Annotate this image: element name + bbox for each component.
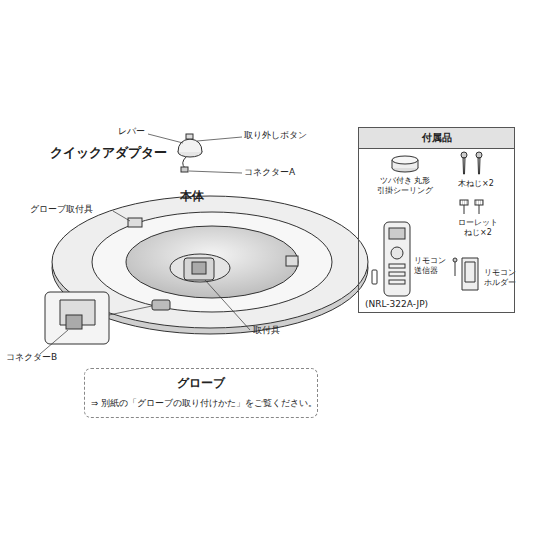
accessory-panel: 付属品 (358, 127, 515, 313)
node-heading: グローブ (91, 375, 311, 392)
part-label: (NRL-322A-JP) (365, 299, 428, 310)
part-label: コネクターA (244, 167, 295, 178)
part-label: 本体 (180, 189, 204, 203)
part-label: グローブ取付具 (30, 204, 93, 215)
part-label: ツバ付き 丸形 引掛シーリング (372, 176, 438, 195)
part-label: 取付具 (253, 325, 280, 336)
part-label: クイックアダプター (50, 145, 167, 161)
part-label: ローレット ねじ×2 (458, 218, 498, 237)
part-label: コネクターB (6, 352, 57, 363)
part-label: レバー (118, 126, 145, 137)
part-label: リモコン 送信器 (414, 256, 450, 275)
node-body: ⇒ 別紙の「グローブの取り付けかた」をご覧ください。 (91, 398, 311, 410)
note-box: グローブ ⇒ 別紙の「グローブの取り付けかた」をご覧ください。 (84, 368, 318, 418)
part-label: 取り外しボタン (244, 130, 307, 141)
part-label: 木ねじ×2 (458, 179, 494, 189)
node-heading: 付属品 (359, 128, 514, 149)
